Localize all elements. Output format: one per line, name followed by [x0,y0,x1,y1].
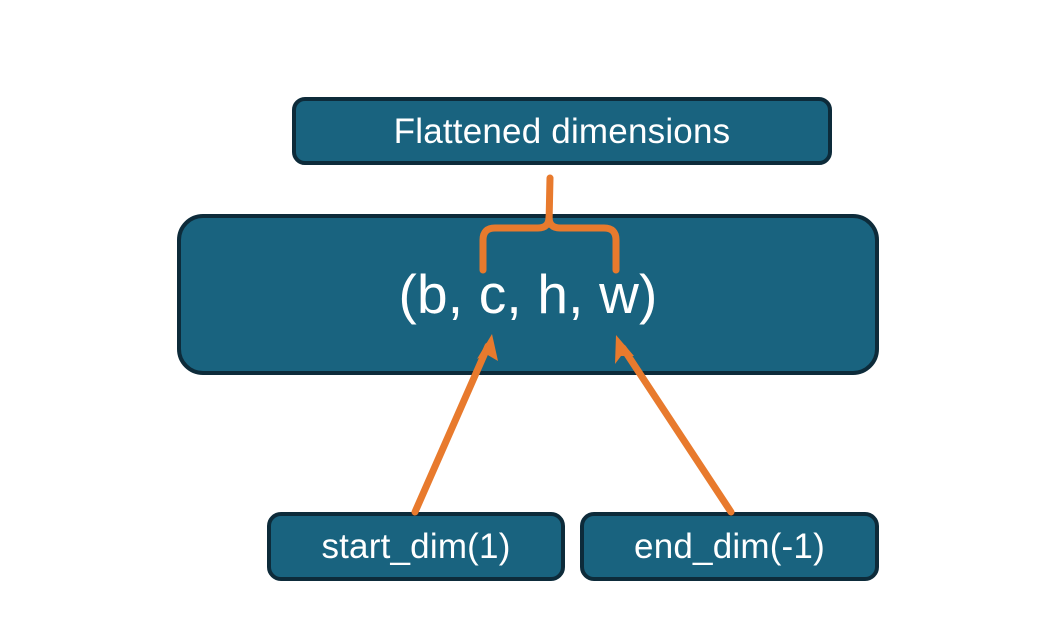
node-flattened-dimensions-label: Flattened dimensions [393,111,731,151]
node-tensor-shape[interactable]: (b, c, h, w) [177,214,879,375]
node-end-dim[interactable]: end_dim(-1) [580,512,879,581]
node-flattened-dimensions[interactable]: Flattened dimensions [292,97,832,165]
node-tensor-shape-label: (b, c, h, w) [398,263,658,325]
node-start-dim-label: start_dim(1) [321,527,511,566]
node-end-dim-label: end_dim(-1) [634,527,825,566]
node-start-dim[interactable]: start_dim(1) [267,512,565,581]
